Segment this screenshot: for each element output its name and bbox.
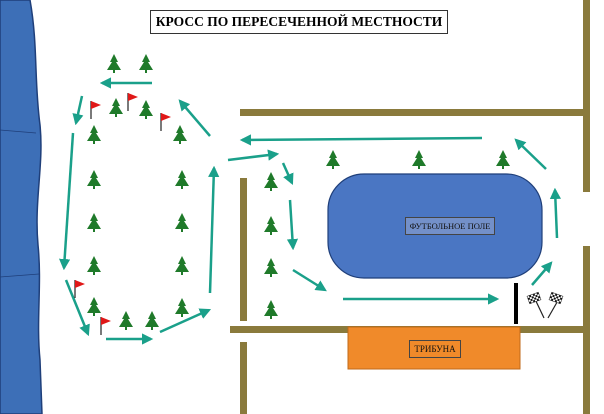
route-arrow [292,268,327,292]
fir-tree-icon [496,150,510,169]
route-arrow [58,132,75,271]
fir-tree-icon [139,54,153,73]
fir-tree-icon [264,172,278,191]
fir-tree-icon [412,150,426,169]
fence-right-upper [583,0,590,192]
fir-tree-icon [109,98,123,117]
fir-tree-icon [175,298,189,317]
fir-tree-icon [119,311,133,330]
route-arrow [531,261,553,286]
fir-tree-icon [87,213,101,232]
fir-tree-icon [175,213,189,232]
route-arrow [286,199,299,251]
route-arrows [58,77,561,345]
fir-tree-icon [87,297,101,316]
fence-bottom-left [240,342,247,414]
fir-tree-icon [264,300,278,319]
map-title: КРОСС ПО ПЕРЕСЕЧЕННОЙ МЕСТНОСТИ [150,10,448,34]
route-arrow [239,134,483,146]
route-arrow [64,279,90,337]
fir-tree-icon [145,311,159,330]
fence-top [240,109,590,116]
route-arrow [549,187,561,239]
fir-tree-icon [87,256,101,275]
red-flag-icon [127,93,138,111]
red-flag-icon [74,280,85,298]
river-bank-line [0,273,40,278]
river [0,0,43,414]
trees [87,54,510,330]
fir-tree-icon [139,100,153,119]
route-arrow [281,162,294,186]
field-label: ФУТБОЛЬНОЕ ПОЛЕ [380,217,520,235]
red-flag-icon [100,317,111,335]
flags [74,93,171,335]
route-arrow [159,308,212,334]
fir-tree-icon [326,150,340,169]
fir-tree-icon [175,256,189,275]
fir-tree-icon [264,258,278,277]
checkered-flags-icon [526,291,564,319]
fir-tree-icon [264,216,278,235]
route-arrow [227,149,280,162]
field-label-text: ФУТБОЛЬНОЕ ПОЛЕ [404,217,496,235]
fir-tree-icon [107,54,121,73]
route-arrow [178,99,211,137]
route-arrow [72,95,84,126]
river-bank-line [0,129,37,134]
route-arrow [514,138,547,170]
fir-tree-icon [175,170,189,189]
stand-label: ТРИБУНА [390,340,480,358]
red-flag-icon [90,101,101,119]
fir-tree-icon [173,125,187,144]
red-flag-icon [160,113,171,131]
fence-left-vertical [240,178,247,321]
stand-label-text: ТРИБУНА [409,340,461,358]
finish-post [514,283,518,324]
fence-right-lower [583,246,590,414]
fir-tree-icon [87,170,101,189]
fir-tree-icon [87,125,101,144]
route-arrow [208,165,220,294]
